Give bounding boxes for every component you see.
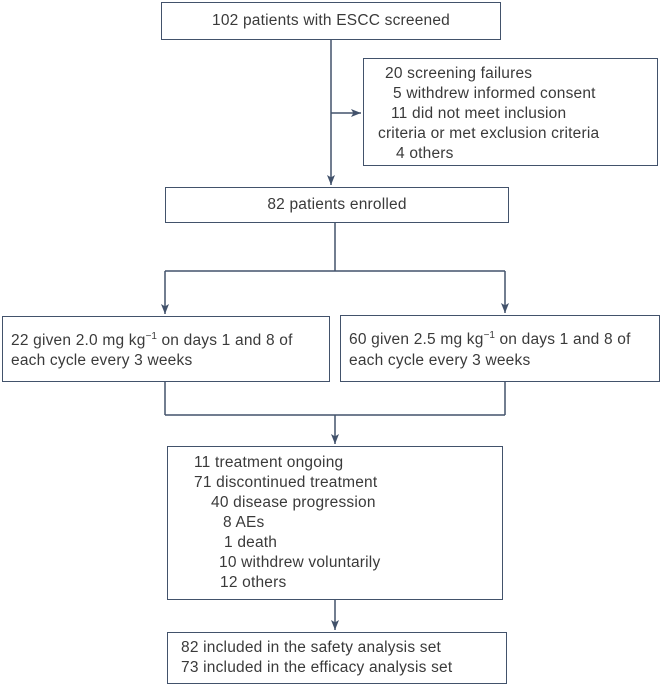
- disposition-line: 10 withdrew voluntarily: [219, 554, 381, 571]
- enrolled-text: 82 patients enrolled: [267, 196, 407, 213]
- screen-failures-line: criteria or met exclusion criteria: [378, 125, 600, 142]
- disposition-line: 8 AEs: [223, 514, 265, 531]
- arm-high-dose-line: 60 given 2.5 mg kg−1 on days 1 and 8 of: [349, 330, 631, 349]
- analysis-sets-box: 82 included in the safety analysis set 7…: [167, 632, 507, 684]
- disposition-line: 40 disease progression: [211, 494, 376, 511]
- analysis-sets-line: 82 included in the safety analysis set: [181, 639, 442, 656]
- arm-low-dose-line: each cycle every 3 weeks: [11, 352, 193, 370]
- arm-high-dose-box: 60 given 2.5 mg kg−1 on days 1 and 8 of …: [340, 315, 660, 382]
- arm-high-dose-line: each cycle every 3 weeks: [349, 351, 531, 369]
- arm-low-dose-box: 22 given 2.0 mg kg−1 on days 1 and 8 of …: [2, 316, 330, 382]
- screened-box: 102 patients with ESCC screened: [161, 2, 501, 40]
- screen-failures-line: 5 withdrew informed consent: [393, 85, 596, 102]
- superscript: −1: [483, 330, 495, 342]
- screen-failures-line: 11 did not meet inclusion: [391, 105, 567, 122]
- disposition-box: 11 treatment ongoing 71 discontinued tre…: [167, 446, 503, 600]
- screen-failures-box: 20 screening failures 5 withdrew informe…: [363, 58, 658, 166]
- screen-failures-line: 20 screening failures: [385, 65, 533, 82]
- superscript: −1: [145, 330, 157, 342]
- disposition-line: 1 death: [224, 534, 278, 551]
- analysis-sets-line: 73 included in the efficacy analysis set: [181, 659, 453, 676]
- disposition-line: 11 treatment ongoing: [194, 454, 344, 471]
- screen-failures-line: 4 others: [396, 145, 454, 162]
- disposition-line: 71 discontinued treatment: [194, 474, 378, 491]
- screened-text: 102 patients with ESCC screened: [212, 12, 450, 29]
- enrolled-box: 82 patients enrolled: [165, 187, 509, 223]
- arm-low-dose-line: 22 given 2.0 mg kg−1 on days 1 and 8 of: [11, 330, 293, 350]
- disposition-line: 12 others: [220, 574, 287, 591]
